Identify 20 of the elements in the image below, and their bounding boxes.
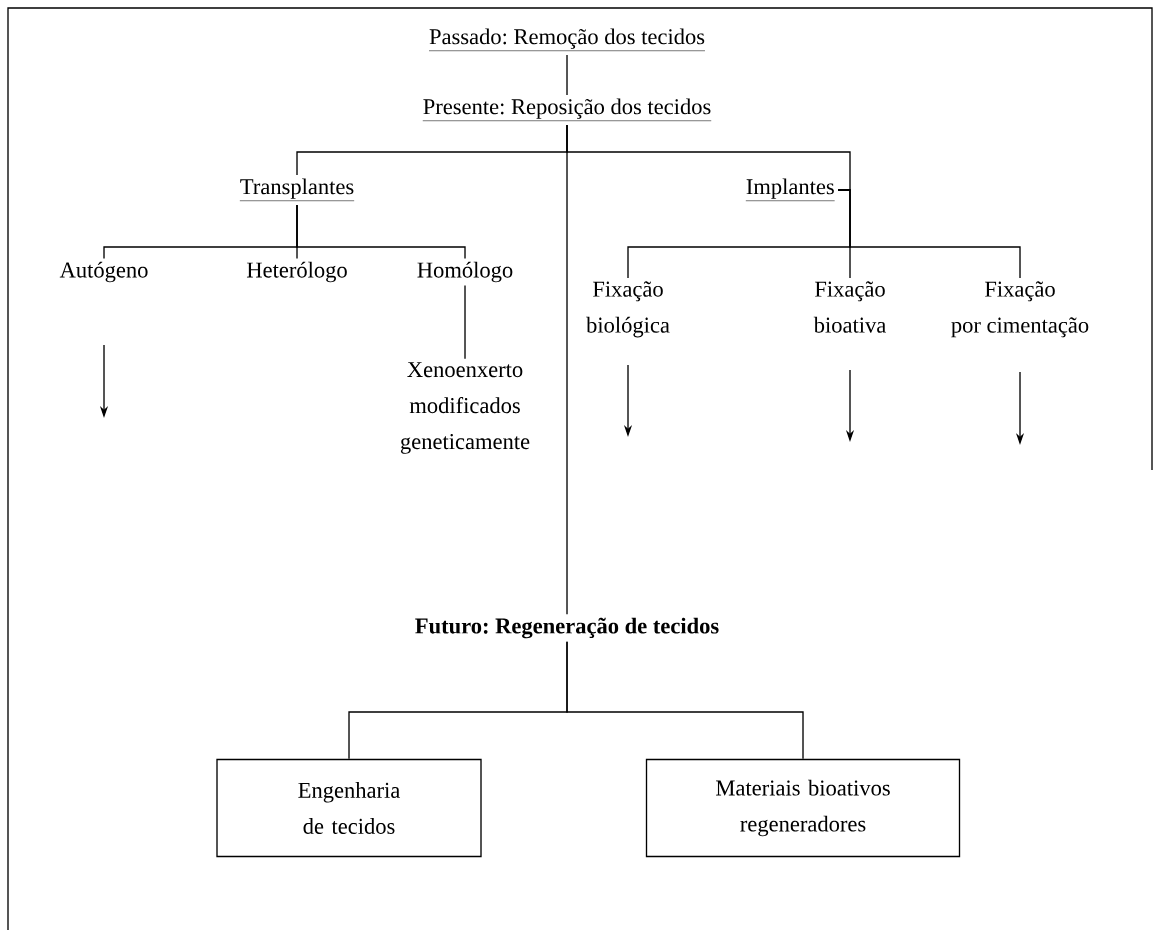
underlined-heading: Presente: Reposição dos tecidos (422, 98, 712, 121)
category-label: Fixação bioativa (813, 281, 886, 333)
category-label: Autógeno (59, 261, 148, 283)
connector-line (566, 124, 568, 615)
connector-line (566, 54, 568, 96)
process-box: Engenharia de tecidos (216, 758, 482, 858)
connector-line (566, 641, 804, 760)
underlined-heading: Implantes (745, 178, 835, 201)
underlined-heading: Transplantes (239, 178, 355, 201)
bold-heading: Futuro: Regeneração de tecidos (415, 617, 719, 639)
category-label: Xenoenxerto modificados geneticamente (400, 362, 530, 454)
connector-line (464, 284, 466, 360)
category-label: Homólogo (417, 261, 513, 283)
connector-line (296, 204, 466, 260)
connector-line (837, 189, 1021, 279)
process-box: Materiais bioativos regeneradores (645, 758, 961, 858)
category-label: Heterólogo (246, 261, 347, 283)
category-label: Fixação biológica (586, 281, 670, 338)
underlined-heading: Passado: Remoção dos tecidos (428, 28, 706, 51)
category-label: Fixação por cimentação (951, 281, 1089, 338)
